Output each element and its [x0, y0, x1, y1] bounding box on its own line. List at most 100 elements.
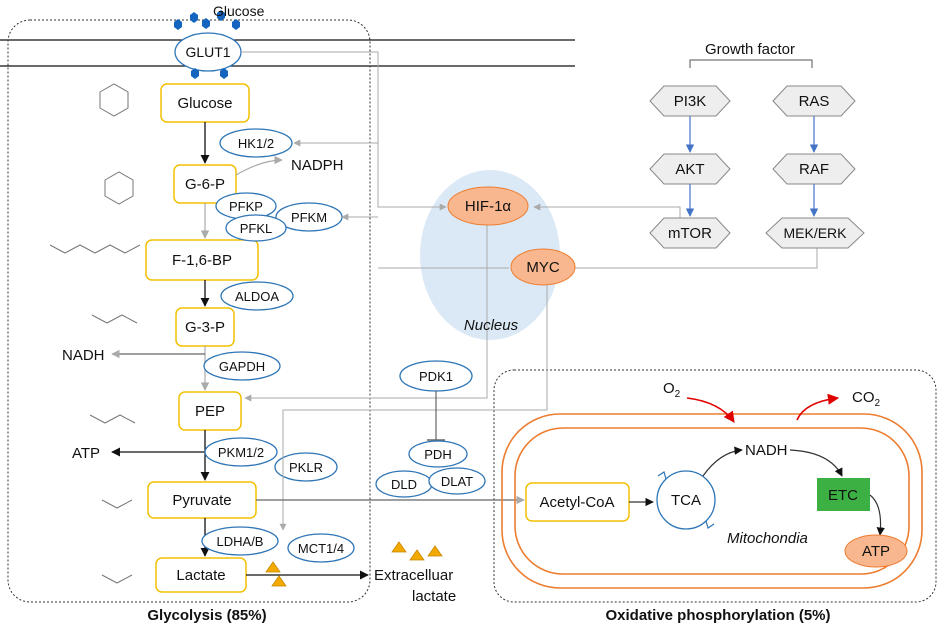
- glycolysis-title: Glycolysis (85%): [147, 607, 266, 624]
- pdk1-label: PDK1: [419, 369, 453, 384]
- oxphos-title: Oxidative phosphorylation (5%): [605, 607, 830, 624]
- myc-to-ldha: [279, 285, 548, 531]
- enzyme-gapdh: [203, 351, 281, 381]
- metabolite-pep-label: PEP: [195, 403, 225, 420]
- enzyme-pfkl: [225, 214, 287, 242]
- growth-factor-bracket: [689, 59, 813, 68]
- hif-to-pdk-pep: [244, 222, 488, 402]
- growth-factor-label: Growth factor: [705, 41, 795, 58]
- glucose-hexagon: [174, 19, 182, 30]
- f16bp-structure: [49, 244, 141, 254]
- extracellular-lactate-line2: lactate: [412, 588, 456, 605]
- glucose-hexagon: [217, 10, 225, 21]
- tca-arrowhead: [657, 471, 667, 480]
- enzyme-aldoa-label: ALDOA: [235, 289, 279, 304]
- myc-label: MYC: [526, 259, 560, 276]
- metabolite-g6p-label: G-6-P: [185, 176, 225, 193]
- akt-label: AKT: [675, 161, 704, 178]
- lactate-molecules: [265, 541, 443, 587]
- lactate-triangle: [427, 545, 443, 557]
- arrow-nadph: [235, 155, 283, 176]
- enzyme-aldoa: [220, 281, 294, 311]
- dld-label: DLD: [391, 477, 417, 492]
- etc-label: ETC: [828, 487, 858, 504]
- hif-regulates-glut1: [241, 51, 447, 211]
- raf-label: RAF: [799, 161, 829, 178]
- lactate-triangle: [265, 561, 281, 573]
- pyruvate-structure: [101, 499, 133, 509]
- dlat-label: DLAT: [441, 474, 473, 489]
- lactate-triangle: [409, 549, 425, 561]
- o2-label: O2: [663, 380, 681, 400]
- g6p-structure: [104, 171, 134, 205]
- o2-arrow: [686, 397, 735, 423]
- glucose-hexagon: [220, 68, 228, 79]
- lactate-structure: [101, 574, 133, 584]
- erk-to-myc: [565, 248, 818, 272]
- enzyme-gapdh-label: GAPDH: [219, 359, 265, 374]
- enzyme-hk12: [219, 128, 293, 158]
- enzyme-hk12-label: HK1/2: [238, 136, 274, 151]
- enzyme-pkm12-label: PKM1/2: [218, 445, 264, 460]
- glycolysis-frame: [7, 19, 371, 603]
- tca-label: TCA: [671, 492, 701, 509]
- arrow-etc-atp: [869, 494, 885, 536]
- metabolite-f16bp: [145, 239, 259, 281]
- metabolite-pep: [178, 391, 242, 431]
- glucose-hexagon: [202, 18, 210, 29]
- metabolite-lactate-label: Lactate: [176, 567, 225, 584]
- dlat-node: [428, 467, 486, 495]
- lactate-triangle: [391, 541, 407, 553]
- pi3k-label: PI3K: [674, 93, 707, 110]
- pdh-label: PDH: [424, 447, 451, 462]
- mito-inner-membrane: [514, 427, 910, 575]
- arrow-tca-nadh: [702, 446, 743, 477]
- enzyme-ldhab: [201, 526, 279, 556]
- mito-atp-label: ATP: [862, 543, 890, 560]
- glucose-structure: [99, 83, 129, 117]
- enzyme-pfkl-label: PFKL: [240, 221, 273, 236]
- metabolite-g3p-label: G-3-P: [185, 319, 225, 336]
- enzyme-pklr: [274, 452, 338, 482]
- acetylcoa-label: Acetyl-CoA: [539, 494, 614, 511]
- chemical-structures: [49, 83, 141, 584]
- etc-box: [817, 478, 870, 511]
- glucose-hexagon: [191, 68, 199, 79]
- mito-outer-membrane: [501, 413, 923, 589]
- extracellular-lactate-line1: Extracelluar: [374, 567, 453, 584]
- co2-arrow: [796, 393, 840, 421]
- glucose-hexagon: [232, 19, 240, 30]
- glucose-hexagon: [190, 12, 198, 23]
- mtor-node: [649, 217, 731, 249]
- pep-structure: [89, 414, 136, 424]
- glucose-molecules: [174, 10, 240, 79]
- nadph-label: NADPH: [291, 157, 344, 174]
- mito-nadh-label: NADH: [745, 442, 788, 459]
- glucose-outside-label: Glucose: [213, 3, 265, 19]
- arrow-nadh-etc: [789, 449, 843, 477]
- mitochondria-label: Mitochondia: [727, 530, 808, 547]
- metabolite-glucose-label: Glucose: [177, 95, 232, 112]
- mtor-label: mTOR: [668, 225, 712, 242]
- myc-node: [510, 248, 576, 286]
- mekerk-node: [765, 217, 865, 249]
- tca-cycle: [656, 470, 716, 530]
- enzyme-pfkp-label: PFKP: [229, 199, 263, 214]
- oxphos-frame: [493, 369, 937, 603]
- ras-node: [772, 85, 856, 117]
- co2-label: CO2: [852, 389, 881, 409]
- enzyme-pfkm-label: PFKM: [291, 210, 327, 225]
- mekerk-label: MEK/ERK: [783, 225, 847, 241]
- mito-atp-node: [844, 534, 908, 568]
- glut1-label: GLUT1: [185, 44, 230, 60]
- metabolite-f16bp-label: F-1,6-BP: [172, 252, 232, 269]
- atp-label: ATP: [72, 445, 100, 462]
- enzyme-mct14: [287, 533, 355, 563]
- enzyme-pklr-label: PKLR: [289, 460, 323, 475]
- ras-label: RAS: [799, 93, 830, 110]
- pi3k-node: [649, 85, 731, 117]
- nucleus-label: Nucleus: [464, 317, 519, 334]
- enzyme-pkm12: [204, 437, 278, 467]
- akt-node: [649, 153, 731, 185]
